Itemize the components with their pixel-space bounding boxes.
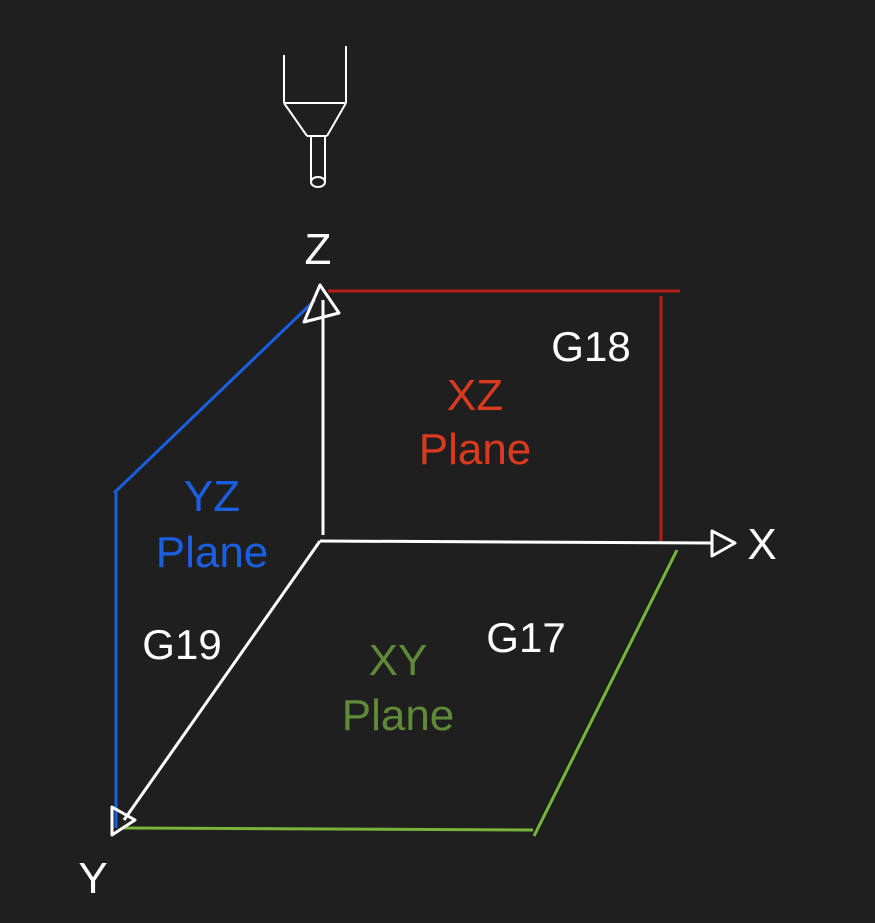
y-axis-line — [122, 540, 322, 821]
x-axis-label: X — [747, 520, 776, 569]
yz-plane-border — [112, 298, 317, 828]
g18-label: G18 — [551, 323, 630, 370]
x-axis-line — [319, 539, 713, 545]
y-arrowhead-icon — [110, 805, 137, 837]
g17-label: G17 — [486, 614, 565, 661]
g19-label: G19 — [142, 621, 221, 668]
xy-plane-label-line1: XY — [369, 636, 428, 685]
yz-plane-label-line1: YZ — [184, 472, 240, 521]
x-arrowhead-icon — [710, 529, 737, 558]
xy-plane-label-line2: Plane — [342, 691, 455, 740]
z-arrowhead-icon — [302, 283, 341, 324]
yz-plane-label-line2: Plane — [156, 528, 269, 577]
xz-plane-label-line1: XZ — [447, 371, 503, 420]
arrowheads — [110, 283, 737, 837]
spindle-tool-icon — [283, 46, 347, 188]
axes — [122, 300, 713, 821]
z-axis-label: Z — [305, 225, 332, 274]
xz-plane-label-line2: Plane — [419, 425, 532, 474]
xz-plane-border — [328, 289, 680, 541]
y-axis-label: Y — [78, 854, 107, 903]
xy-plane-border — [123, 549, 679, 837]
